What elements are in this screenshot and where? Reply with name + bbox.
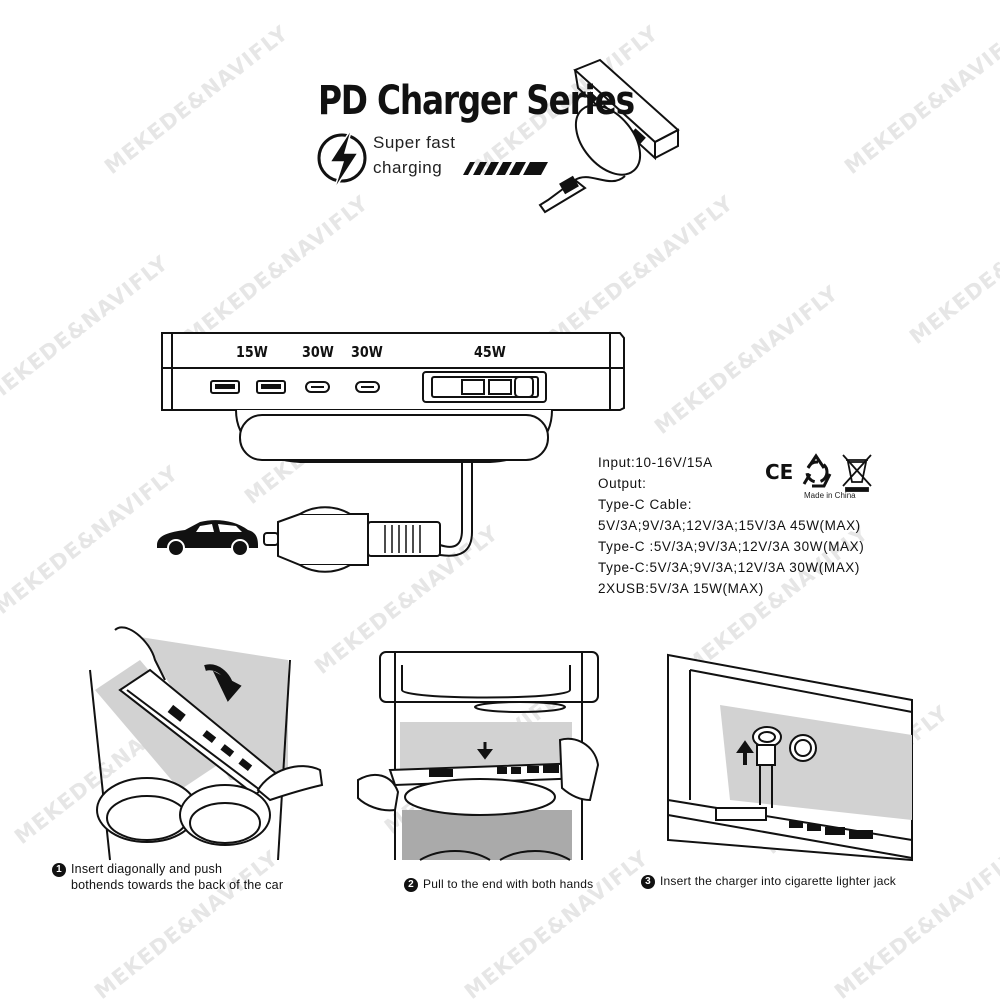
tagline-line2: charging bbox=[373, 158, 443, 177]
step-2-line1: Pull to the end with both hands bbox=[423, 877, 594, 891]
spec-line: 5V/3A;9V/3A;12V/3A;15V/3A 45W(MAX) bbox=[598, 518, 861, 533]
step-1-line1: Insert diagonally and push bbox=[71, 862, 223, 876]
car-icon bbox=[157, 520, 258, 557]
port-label-typec-1: 30W bbox=[302, 343, 334, 361]
weee-bin-icon bbox=[842, 454, 872, 492]
spec-line: Type-C :5V/3A;9V/3A;12V/3A 30W(MAX) bbox=[598, 539, 865, 554]
step-3-caption: 3 Insert the charger into cigarette light… bbox=[641, 874, 896, 889]
port-label-typec-2: 30W bbox=[351, 343, 383, 361]
lightning-icon bbox=[317, 127, 367, 191]
made-in-label: Made in China bbox=[804, 491, 856, 500]
page-title: PD Charger Series bbox=[318, 78, 635, 124]
port-label-cable: 45W bbox=[474, 343, 506, 361]
step-3-line1: Insert the charger into cigarette lighte… bbox=[660, 874, 896, 888]
step-1-caption: 1 Insert diagonally and push bbox=[52, 862, 222, 877]
cable bbox=[439, 462, 473, 557]
step3-illustration bbox=[667, 653, 913, 862]
charger-main bbox=[161, 332, 625, 463]
step2-illustration bbox=[357, 651, 600, 861]
step-number: 3 bbox=[641, 875, 655, 889]
port-label-usb: 15W bbox=[236, 343, 268, 361]
charger-thumbnail bbox=[538, 58, 680, 214]
step-2-caption: 2 Pull to the end with both hands bbox=[404, 877, 593, 892]
speed-stripes bbox=[463, 162, 548, 175]
tagline-line1: Super fast bbox=[373, 133, 456, 152]
ce-mark: CE bbox=[765, 460, 794, 484]
spec-line: Input:10-16V/15A bbox=[598, 455, 713, 470]
cigarette-plug bbox=[263, 506, 441, 573]
spec-line: Output: bbox=[598, 476, 647, 491]
spec-line: 2XUSB:5V/3A 15W(MAX) bbox=[598, 581, 764, 596]
step1-illustration bbox=[89, 626, 324, 861]
spec-line: Type-C:5V/3A;9V/3A;12V/3A 30W(MAX) bbox=[598, 560, 861, 575]
recycle-icon bbox=[802, 453, 832, 488]
step-number: 2 bbox=[404, 878, 418, 892]
step-1-caption-line2: bothends towards the back of the car bbox=[71, 878, 284, 892]
spec-line: Type-C Cable: bbox=[598, 497, 693, 512]
step-number: 1 bbox=[52, 863, 66, 877]
